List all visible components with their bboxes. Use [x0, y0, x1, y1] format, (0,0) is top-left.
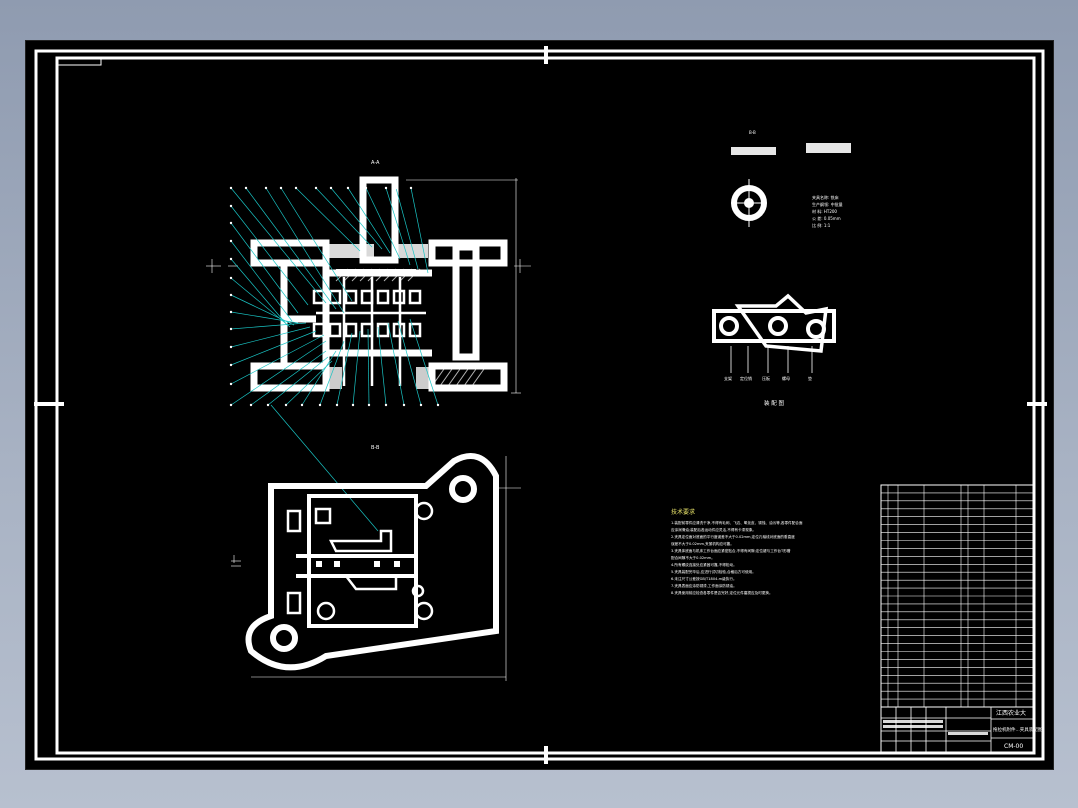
- spec-line: 比 例: 1:1: [812, 222, 831, 228]
- note-line: 8.夹具使用前应检查各零件是否完好,定位元件磨损应及时更换。: [671, 590, 773, 595]
- drawing-number: CM-00: [1004, 743, 1023, 750]
- drawing-canvas[interactable]: A-A: [25, 40, 1054, 770]
- exploded-view: 支架 定位销 压板 螺母 垫 装 配 图: [712, 293, 836, 407]
- note-line: 1.装配前零件应清洗干净,不得有毛刺、飞边、氧化皮、锈蚀、油污等,各零件配合面: [671, 520, 803, 525]
- note-line: 5.夹具装配完毕后,应进行试切检验,合格后方可使用。: [671, 569, 756, 574]
- note-line: 误差不大于0.02mm,夹紧机构应可靠。: [671, 541, 734, 546]
- exploded-label: 螺母: [782, 375, 790, 381]
- sheet-border: [34, 46, 1047, 764]
- note-line: 应涂润滑油;装配后各运动件应灵活,不得有卡滞现象。: [671, 527, 756, 532]
- spec-lines: 夹具名称: 铣床 生产纲领: 中批量 材 料: HT200 公 差: 0.05m…: [812, 194, 843, 228]
- exploded-label: 支架: [724, 375, 732, 381]
- front-section-view: A-A: [206, 160, 531, 532]
- spec-line: 材 料: HT200: [812, 208, 837, 214]
- note-line: 4.所有螺纹连接处应紧固可靠,不得松动。: [671, 562, 737, 567]
- note-line: 3.夹具体底面与机床工作台面应紧密贴合,不得有间隙;定位键与工作台T形槽: [671, 548, 791, 553]
- school-label: 江西农业大: [996, 709, 1026, 717]
- note-line: 2.夹具定位面对底面的平行度误差不大于0.02mm,定位孔轴线对底面的垂直度: [671, 534, 795, 539]
- note-line: 6.未注尺寸公差按GB/T1804-m级执行。: [671, 576, 737, 581]
- note-line: 配合间隙不大于0.02mm。: [671, 555, 715, 560]
- aux-top-label: B-B: [749, 130, 756, 135]
- notes-heading: 技术要求: [671, 508, 695, 516]
- cad-drawing: A-A: [34, 46, 1047, 764]
- aux-section-view: B-B 夹具名称: 铣床 生产纲领: 中批量 材 料: HT200 公 差: 0…: [731, 130, 851, 228]
- spec-line: 夹具名称: 铣床: [812, 194, 839, 200]
- title-block-name: 拖拉机附件...夹具装配图: [993, 726, 1043, 733]
- plan-view: B-B: [231, 445, 521, 681]
- title-block: 江西农业大 拖拉机附件...夹具装配图 CM-00: [880, 706, 1043, 754]
- exploded-label: 压板: [762, 375, 770, 381]
- parts-list: [880, 484, 1034, 708]
- exploded-label: 垫: [808, 375, 812, 381]
- section-top-label: A-A: [371, 160, 380, 166]
- spec-line: 生产纲领: 中批量: [812, 201, 843, 207]
- section-bottom-label: B-B: [371, 445, 380, 451]
- spec-line: 公 差: 0.05mm: [812, 215, 841, 221]
- exploded-caption: 装 配 图: [764, 399, 784, 407]
- note-line: 7.夹具表面应涂防锈漆,工作面涂防锈油。: [671, 583, 737, 588]
- technical-notes: 技术要求 1.装配前零件应清洗干净,不得有毛刺、飞边、氧化皮、锈蚀、油污等,各零…: [671, 508, 803, 595]
- exploded-label: 定位销: [740, 375, 752, 381]
